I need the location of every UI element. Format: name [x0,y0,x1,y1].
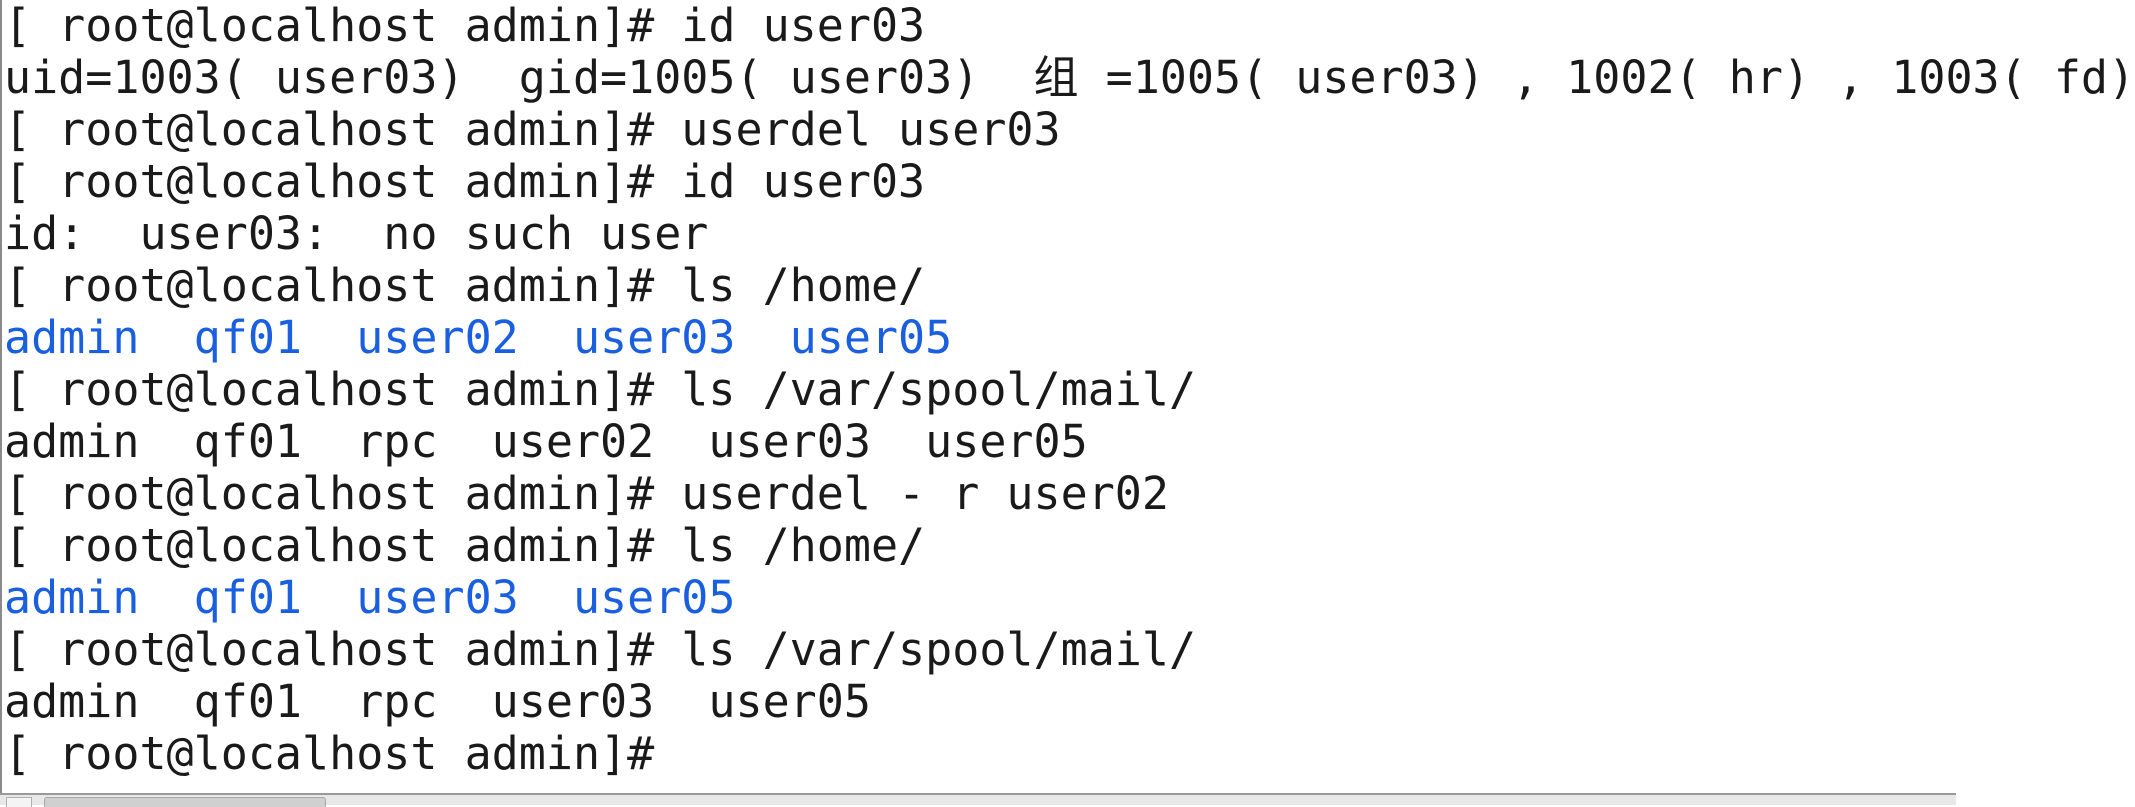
status-bar [0,793,1956,807]
terminal-line: admin qf01 rpc user03 user05 [4,675,871,728]
terminal-line: [ root@localhost admin]# userdel user03 [4,103,1061,156]
terminal-output[interactable]: [ root@localhost admin]# id user03 uid=1… [4,0,2135,780]
status-bar-tab[interactable] [44,797,326,807]
terminal-prompt-line[interactable]: [ root@localhost admin]# [4,727,655,780]
terminal-line-directory-listing: admin qf01 user02 user03 user05 [4,311,953,364]
terminal-line: uid=1003( user03) gid=1005( user03) 组 =1… [4,51,2135,104]
terminal-line: admin qf01 rpc user02 user03 user05 [4,415,1088,468]
status-bar-grip [6,797,32,807]
terminal-line: id: user03: no such user [4,207,709,260]
terminal-line: [ root@localhost admin]# userdel - r use… [4,467,1169,520]
terminal-line: [ root@localhost admin]# id user03 [4,0,926,52]
terminal-line: [ root@localhost admin]# id user03 [4,155,926,208]
terminal-line: [ root@localhost admin]# ls /var/spool/m… [4,363,1197,416]
terminal-line: [ root@localhost admin]# ls /home/ [4,259,926,312]
terminal-line-directory-listing: admin qf01 user03 user05 [4,571,736,624]
terminal-line: [ root@localhost admin]# ls /home/ [4,519,926,572]
terminal-line: [ root@localhost admin]# ls /var/spool/m… [4,623,1197,676]
